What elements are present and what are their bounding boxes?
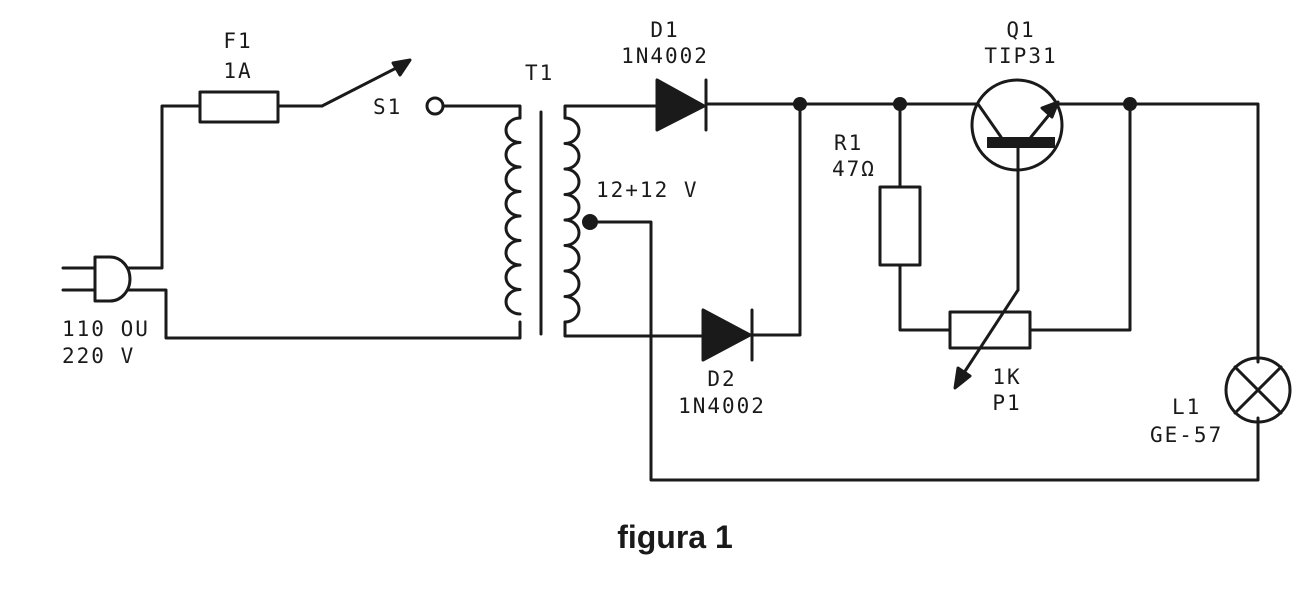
q1-part-label: TIP31: [984, 44, 1057, 68]
q1-ref-label: Q1: [1006, 18, 1035, 42]
resistor-r1-symbol: [878, 185, 922, 267]
junction-dot-centertap: [582, 214, 598, 230]
potentiometer-p1-symbol: [948, 288, 1032, 390]
transistor-q1-symbol: [970, 78, 1064, 292]
fuse-f1-symbol: [198, 90, 280, 124]
wires: [126, 102, 1260, 482]
wire-secondary-top-to-d1: [563, 104, 657, 120]
wire-pot-to-emitter: [1028, 102, 1132, 332]
transformer-t1-symbol: [504, 110, 581, 336]
wire-plug-bottom-to-primary: [126, 288, 522, 340]
switch-s1-symbol: [320, 58, 445, 116]
lamp-l1-symbol: [1224, 356, 1292, 424]
mains-plug-icon: [61, 255, 132, 303]
junction-dot: [893, 97, 907, 111]
wire-plug-top-to-fuse: [126, 104, 202, 270]
d1-part-label: 1N4002: [621, 44, 709, 68]
r1-ref-label: R1: [834, 131, 863, 155]
diode-d2-symbol: [701, 308, 754, 362]
switch-ref-label: S1: [373, 95, 402, 119]
wire-secondary-bottom-to-d2: [563, 320, 705, 338]
figure-caption: figura 1: [617, 519, 733, 555]
mains-voltage-label-line1: 110 OU: [62, 317, 150, 341]
wire-r1-bottom-to-pot: [898, 263, 952, 332]
p1-ref-label: P1: [992, 391, 1021, 415]
diode-d1-symbol: [655, 78, 708, 132]
d2-part-label: 1N4002: [678, 394, 766, 418]
mains-voltage-label-line2: 220 V: [62, 344, 135, 368]
fuse-ref-label: F1: [223, 29, 252, 53]
transistor-base-bar: [987, 137, 1055, 148]
p1-value-label: 1K: [992, 365, 1021, 389]
wire-emitter-rail: [1056, 102, 1260, 364]
labels: F1 1A S1 T1 12+12 V D1 1N4002 D2 1N4002 …: [62, 18, 1223, 447]
junction-dot: [793, 97, 807, 111]
d2-ref-label: D2: [707, 367, 736, 391]
wire-centertap-to-lamp: [588, 220, 1260, 482]
lamp-ref-label: L1: [1172, 395, 1201, 419]
transformer-ref-label: T1: [525, 61, 554, 85]
primary-winding: [504, 116, 522, 316]
fuse-value-label: 1A: [223, 59, 252, 83]
wire-rail-to-d2: [750, 102, 802, 337]
secondary-winding: [563, 116, 581, 324]
lamp-part-label: GE-57: [1150, 423, 1223, 447]
junctions: [582, 97, 1137, 230]
d1-ref-label: D1: [650, 18, 679, 42]
wire-switch-to-primary: [441, 104, 522, 120]
transformer-voltage-label: 12+12 V: [596, 178, 699, 202]
r1-value-label: 47Ω: [832, 157, 876, 181]
junction-dot: [1123, 97, 1137, 111]
